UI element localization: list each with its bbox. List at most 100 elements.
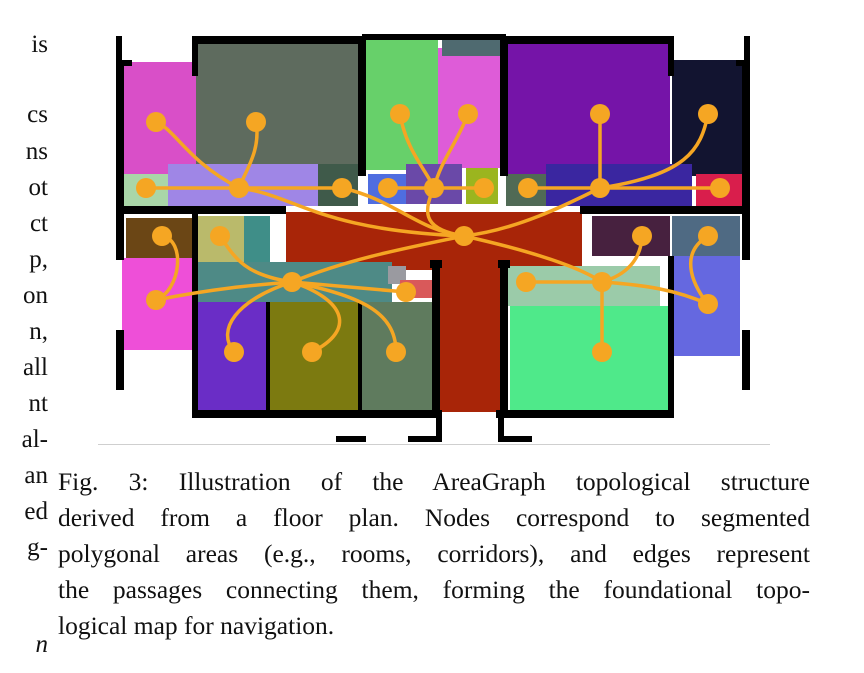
node-6 [698, 104, 718, 124]
wall-34 [358, 302, 362, 412]
wall-12 [116, 66, 124, 216]
room-plum [592, 216, 670, 256]
wall-31 [498, 436, 532, 442]
left-fragment-3: cs [27, 101, 48, 128]
node-30 [592, 342, 612, 362]
room-top-purple [506, 44, 670, 176]
left-fragment-7: p, [29, 246, 48, 273]
left-fragment-13: an [24, 462, 48, 489]
wall-6 [362, 34, 506, 40]
room-bright-green [510, 306, 668, 412]
left-column-fragments: is cs ns ot ct p, on n, all nt al- an ed… [0, 0, 58, 673]
node-15 [710, 178, 730, 198]
edge-19 [290, 280, 408, 294]
wall-24 [432, 268, 440, 418]
node-28 [302, 342, 322, 362]
edge-13 [462, 186, 602, 238]
wall-8 [506, 36, 674, 44]
wall-19 [742, 330, 750, 390]
left-fragment-12: al- [21, 426, 48, 453]
wall-16 [116, 214, 124, 260]
edge-18 [154, 280, 294, 302]
left-fragment-4: ns [25, 138, 48, 165]
node-25 [146, 290, 166, 310]
edge-14 [290, 234, 466, 284]
wall-3 [192, 36, 364, 44]
left-fragment-14: ed [24, 498, 48, 525]
wall-22 [192, 410, 442, 418]
room-top-grey [196, 44, 360, 174]
room-top-slate [442, 38, 504, 56]
edge-15 [462, 234, 604, 284]
left-fragment-8: on [23, 282, 48, 309]
walls [116, 34, 750, 442]
node-24 [592, 272, 612, 292]
node-7 [136, 178, 156, 198]
room-grey-small [388, 266, 406, 284]
node-5 [590, 104, 610, 124]
wall-27 [498, 260, 510, 268]
wall-32 [336, 436, 366, 442]
edge-21 [290, 280, 342, 354]
node-12 [474, 178, 494, 198]
node-1 [146, 112, 166, 132]
edge-22 [290, 280, 398, 354]
wall-4 [192, 36, 198, 76]
caption-line-1: Fig. 3: Illustration of the AreaGraph to… [58, 467, 810, 496]
wall-5 [358, 36, 366, 176]
node-23 [516, 272, 536, 292]
left-fragment-6: ct [29, 210, 48, 237]
node-2 [246, 112, 266, 132]
caption-line-5: logical map for navigation. [58, 611, 335, 640]
wall-29 [408, 436, 442, 442]
wall-25 [500, 268, 508, 418]
node-27 [224, 342, 244, 362]
wall-33 [266, 302, 270, 412]
wall-2 [116, 60, 132, 66]
edge-4 [237, 186, 466, 238]
wall-1 [116, 36, 122, 60]
node-21 [282, 272, 302, 292]
wall-30 [498, 418, 504, 440]
wall-20 [192, 212, 198, 412]
wall-15 [580, 206, 750, 214]
wall-18 [116, 330, 124, 390]
areagraph-floor-plan-figure [96, 30, 772, 450]
left-fragment-17: n [35, 631, 49, 658]
node-19 [632, 226, 652, 246]
node-3 [390, 104, 410, 124]
wall-11 [744, 36, 750, 60]
node-17 [152, 226, 172, 246]
wall-17 [742, 214, 750, 260]
left-fragment-1: is [31, 31, 48, 58]
wall-28 [436, 418, 442, 440]
wall-9 [668, 36, 674, 76]
edge-11 [598, 112, 710, 190]
wall-7 [500, 36, 508, 176]
figure-caption: Fig. 3: Illustration of the AreaGraph to… [58, 464, 810, 644]
node-26 [698, 294, 718, 314]
node-10 [378, 178, 398, 198]
wall-13 [742, 66, 750, 216]
graph-nodes [136, 104, 730, 362]
caption-line-2: derived from a floor plan. Nodes corresp… [58, 503, 810, 532]
left-fragment-11: nt [28, 390, 48, 417]
edge-26 [600, 280, 710, 306]
node-4 [458, 104, 478, 124]
caption-line-4: the passages connecting them, forming th… [58, 575, 810, 604]
wall-14 [116, 206, 286, 214]
node-16 [454, 226, 474, 246]
graph-edges [144, 112, 722, 354]
left-fragment-15: g- [27, 534, 48, 561]
left-fragment-9: n, [29, 318, 48, 345]
node-11 [424, 178, 444, 198]
wall-10 [736, 60, 750, 66]
wall-23 [496, 410, 674, 418]
left-fragment-5: ot [28, 174, 48, 201]
left-fragment-10: all [23, 354, 48, 381]
node-18 [210, 226, 230, 246]
node-9 [332, 178, 352, 198]
node-13 [518, 178, 538, 198]
node-29 [386, 342, 406, 362]
wall-26 [430, 260, 442, 268]
